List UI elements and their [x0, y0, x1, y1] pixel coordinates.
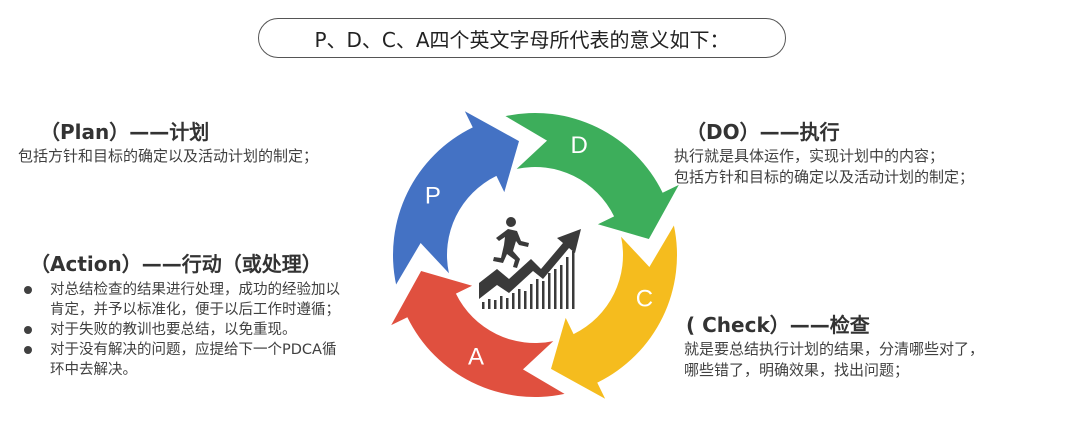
- cycle-arrow-a: [391, 271, 565, 398]
- cycle-letter-a: A: [468, 344, 484, 371]
- cycle-arrow-d: [505, 112, 679, 239]
- plan-heading: （Plan）——计划: [40, 120, 210, 144]
- action-bullet-item: 对于没有解决的问题，应提给下一个PDCA循 环中去解决。: [18, 340, 340, 380]
- action-bullet-text-2: 对于失败的教训也要总结，以免重现。: [50, 322, 297, 338]
- check-heading: ( Check）——检查: [686, 313, 870, 337]
- cycle-letter-d: D: [571, 132, 588, 159]
- action-section: （Action）——行动（或处理） 对总结检查的结果进行处理，成功的经验加以 肯…: [24, 250, 340, 380]
- plan-section: （Plan）——计划 包括方针和目标的确定以及活动计划的制定；: [18, 118, 318, 167]
- do-heading: （DO）——执行: [686, 120, 840, 144]
- do-description-line-2: 包括方针和目标的确定以及活动计划的制定；: [674, 168, 975, 186]
- action-bullet-item: 对于失败的教训也要总结，以免重现。: [18, 320, 340, 340]
- bullet-icon: [24, 286, 32, 294]
- running-person-growth-chart-icon: [479, 217, 581, 309]
- action-bullet-text-1: 对总结检查的结果进行处理，成功的经验加以 肯定，并予以标准化，便于以后工作时遵循…: [50, 282, 340, 318]
- pdca-cycle-diagram: P D C A: [391, 111, 679, 399]
- cycle-arrows: P D C A: [391, 111, 679, 399]
- do-description-line-1: 执行就是具体运作，实现计划中的内容；: [674, 147, 945, 165]
- page-title-text: P、D、C、A四个英文字母所代表的意义如下：: [314, 27, 730, 52]
- cycle-letter-p: P: [425, 183, 441, 210]
- check-description-line-1: 就是要总结执行计划的结果，分清哪些对了，: [684, 340, 985, 358]
- check-section: ( Check）——检查 就是要总结执行计划的结果，分清哪些对了， 哪些错了，明…: [684, 311, 985, 381]
- action-bullet-list: 对总结检查的结果进行处理，成功的经验加以 肯定，并予以标准化，便于以后工作时遵循…: [18, 280, 340, 380]
- action-heading: （Action）——行动（或处理）: [30, 252, 322, 276]
- bullet-icon: [24, 346, 32, 354]
- action-bullet-item: 对总结检查的结果进行处理，成功的经验加以 肯定，并予以标准化，便于以后工作时遵循…: [18, 280, 340, 320]
- action-bullet-text-3: 对于没有解决的问题，应提给下一个PDCA循 环中去解决。: [50, 342, 337, 378]
- cycle-letter-c: C: [636, 286, 653, 313]
- check-description-line-2: 哪些错了，明确效果，找出问题；: [684, 361, 910, 379]
- cycle-arrow-p: [392, 111, 519, 285]
- plan-description: 包括方针和目标的确定以及活动计划的制定；: [18, 147, 319, 165]
- do-section: （DO）——执行 执行就是具体运作，实现计划中的内容； 包括方针和目标的确定以及…: [674, 118, 974, 188]
- cycle-arrow-c: [551, 225, 678, 399]
- page-title: P、D、C、A四个英文字母所代表的意义如下：: [258, 18, 786, 58]
- bullet-icon: [24, 326, 32, 334]
